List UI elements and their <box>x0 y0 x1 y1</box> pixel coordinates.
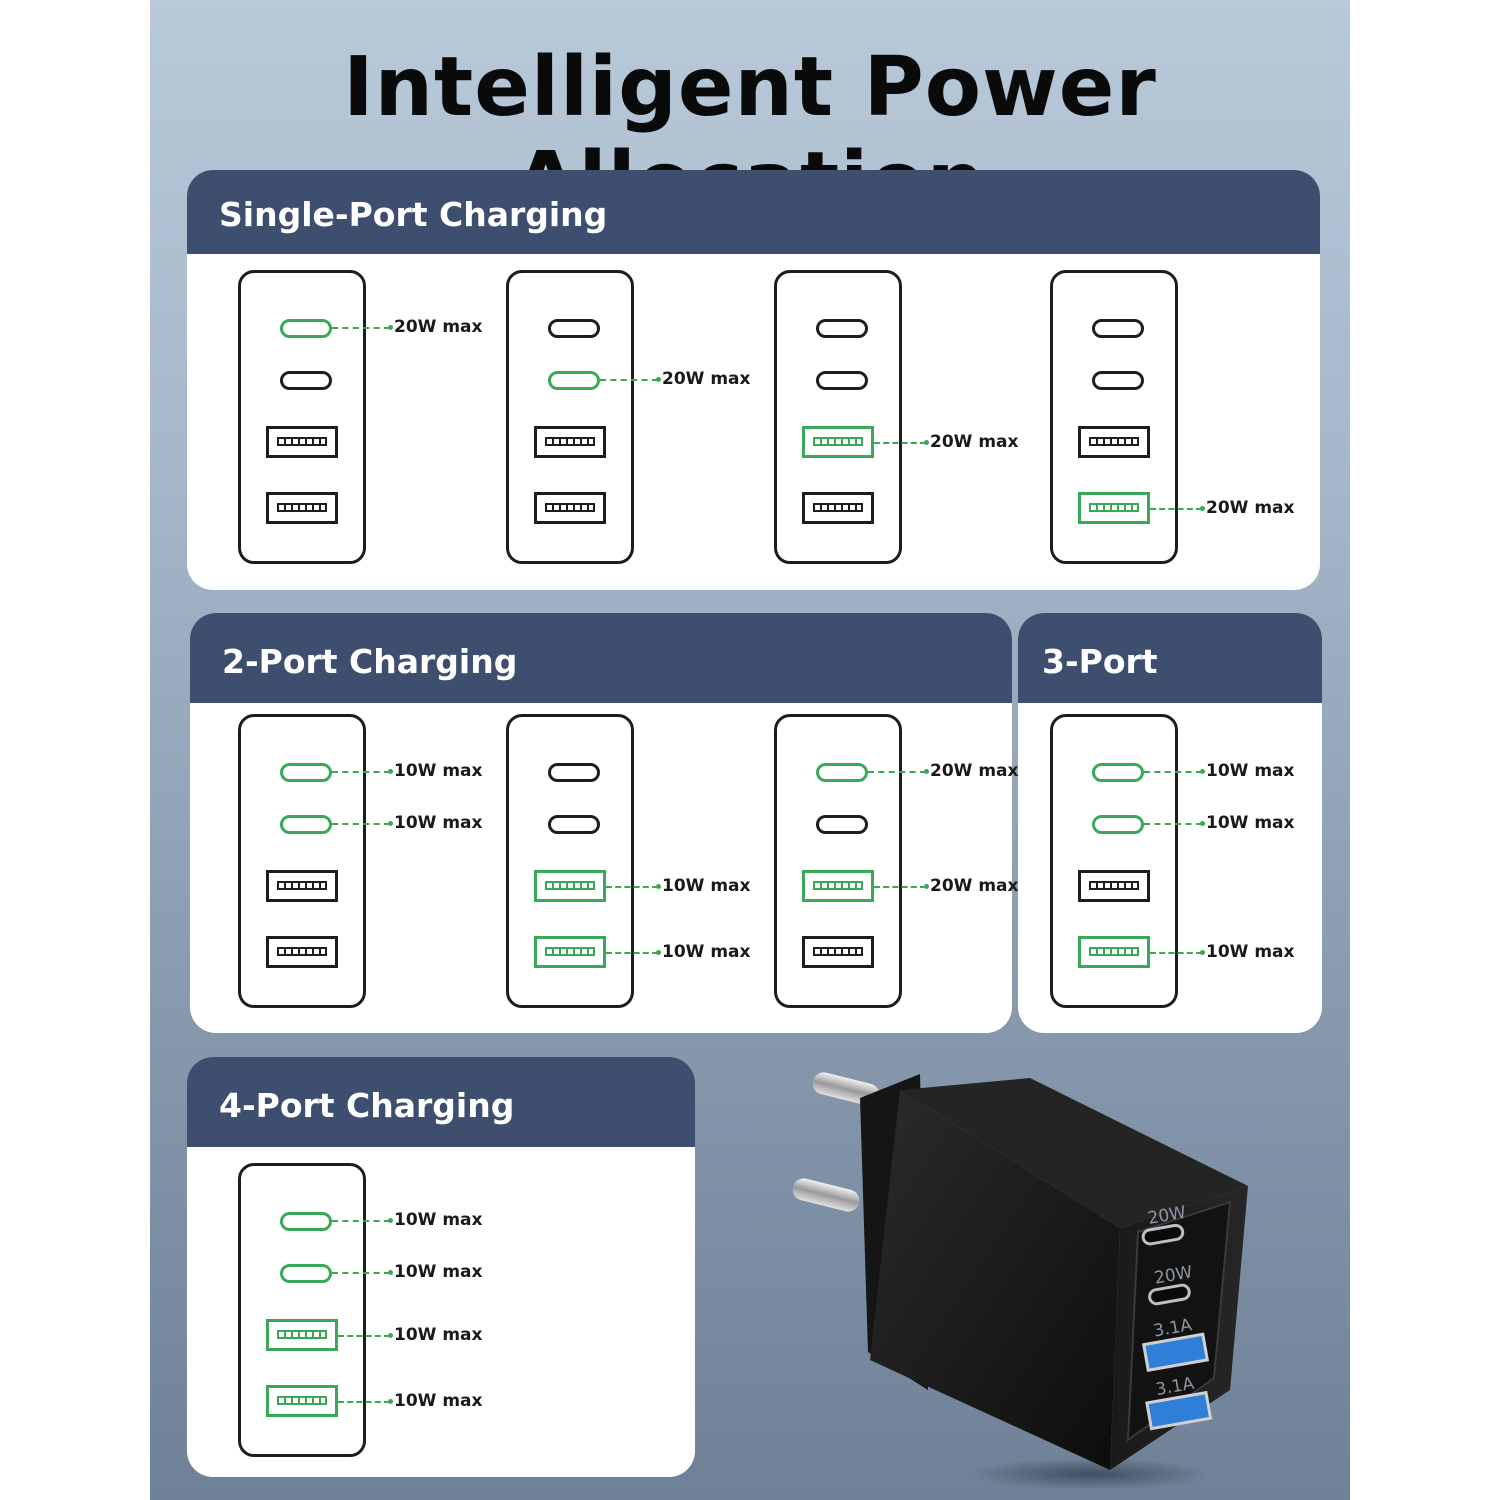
dashed-leader-line <box>606 884 661 889</box>
port-power-label: 10W max <box>662 942 751 962</box>
dashed-leader-line <box>1150 950 1205 955</box>
usb-a-port-icon <box>266 870 338 902</box>
dashed-leader-line <box>332 1218 393 1223</box>
usb-a-port-icon <box>802 426 874 458</box>
port-power-label: 10W max <box>394 1210 483 1230</box>
usb-a-port-icon <box>802 936 874 968</box>
port-power-label: 10W max <box>1206 942 1295 962</box>
usb-c-port-icon <box>280 371 332 390</box>
port-power-label: 10W max <box>394 761 483 781</box>
dashed-leader-line <box>600 377 661 382</box>
port-power-label: 10W max <box>394 1391 483 1411</box>
usb-a-port-icon <box>1078 936 1150 968</box>
charger-diagram: 20W max <box>238 270 498 570</box>
usb-a-port-icon <box>534 936 606 968</box>
port-power-label: 20W max <box>930 432 1019 452</box>
charger-diagram: 10W max 10W max 10W max 10W max <box>238 1163 498 1463</box>
dashed-leader-line <box>338 1399 393 1404</box>
usb-c-port-icon <box>1092 815 1144 834</box>
section-header: 4-Port Charging <box>187 1057 695 1147</box>
usb-c-port-icon <box>280 815 332 834</box>
charger-outline <box>1050 714 1178 1008</box>
dashed-leader-line <box>332 325 393 330</box>
section-header: Single-Port Charging <box>187 170 1320 254</box>
dashed-leader-line <box>868 769 929 774</box>
charger-diagram: 10W max 10W max 10W max <box>1050 714 1310 1014</box>
port-power-label: 20W max <box>930 761 1019 781</box>
usb-a-port-icon <box>1078 426 1150 458</box>
dashed-leader-line <box>1144 769 1205 774</box>
port-power-label: 10W max <box>1206 761 1295 781</box>
port-power-label: 20W max <box>930 876 1019 896</box>
usb-a-port-icon <box>266 1385 338 1417</box>
usb-c-port-icon <box>816 763 868 782</box>
dashed-leader-line <box>332 1270 393 1275</box>
port-power-label: 20W max <box>662 369 751 389</box>
usb-c-port-icon <box>280 319 332 338</box>
charger-side <box>900 1078 1248 1228</box>
usb-a-port-icon <box>1078 870 1150 902</box>
usb-c-port-icon <box>280 763 332 782</box>
usb-c-port-icon <box>280 1212 332 1231</box>
usb-c-port-icon <box>548 371 600 390</box>
usb-a-port-icon <box>802 870 874 902</box>
port-power-label: 10W max <box>1206 813 1295 833</box>
usb-c-port-icon <box>1092 371 1144 390</box>
usb-a-port-icon <box>534 492 606 524</box>
usb-a-port-icon <box>1078 492 1150 524</box>
port-power-label: 20W max <box>1206 498 1295 518</box>
usb-a-port-icon <box>266 936 338 968</box>
dashed-leader-line <box>1144 821 1205 826</box>
dashed-leader-line <box>332 821 393 826</box>
charger-diagram: 20W max <box>774 270 1034 570</box>
usb-a-port-icon <box>266 426 338 458</box>
charger-diagram: 20W max <box>1050 270 1310 570</box>
dashed-leader-line <box>332 769 393 774</box>
port-power-label: 10W max <box>394 1325 483 1345</box>
section-header: 3-Port Charging <box>1018 613 1322 779</box>
usb-a-port-icon <box>802 492 874 524</box>
charger-body <box>870 1090 1120 1470</box>
usb-a-port-icon <box>534 426 606 458</box>
usb-a-port-icon <box>266 492 338 524</box>
usb-c-port-icon <box>1092 319 1144 338</box>
port-power-label: 10W max <box>662 876 751 896</box>
dashed-leader-line <box>874 440 929 445</box>
dashed-leader-line <box>338 1333 393 1338</box>
usb-c-port-icon <box>548 763 600 782</box>
charger-diagram: 20W max 20W max <box>774 714 1034 1014</box>
dashed-leader-line <box>1150 506 1205 511</box>
usb-c-port-icon <box>816 815 868 834</box>
shadow <box>970 1458 1210 1490</box>
port-panel <box>1126 1200 1232 1443</box>
usb-c-port-icon <box>816 319 868 338</box>
charger-diagram: 10W max 10W max <box>506 714 766 1014</box>
charger-diagram: 10W max 10W max <box>238 714 498 1014</box>
usb-c-port-icon <box>548 815 600 834</box>
dashed-leader-line <box>606 950 661 955</box>
usb-c-port-icon <box>1092 763 1144 782</box>
port-power-label: 20W max <box>394 317 483 337</box>
dashed-leader-line <box>874 884 929 889</box>
section-header: 2-Port Charging <box>190 613 1012 703</box>
wall-charger-product-photo: 20W 20W 3.1A 3.1A <box>792 1072 1248 1490</box>
product-ports <box>1141 1223 1213 1431</box>
usb-c-port-icon <box>548 319 600 338</box>
usb-c-port-icon <box>280 1264 332 1283</box>
usb-c-port-icon <box>816 371 868 390</box>
usb-a-port-icon <box>266 1319 338 1351</box>
charger-diagram: 20W max <box>506 270 766 570</box>
usb-a-port-icon <box>534 870 606 902</box>
port-power-label: 10W max <box>394 1262 483 1282</box>
port-power-label: 10W max <box>394 813 483 833</box>
